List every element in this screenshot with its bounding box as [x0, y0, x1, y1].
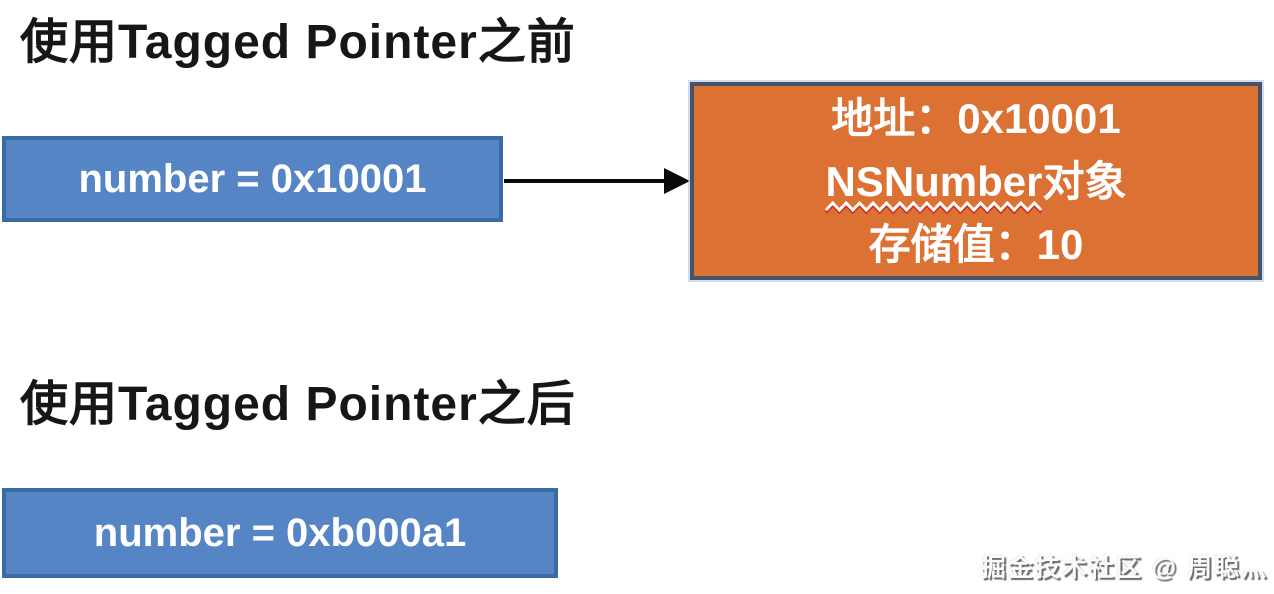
pointer-value-box-before: number = 0x10001: [2, 136, 503, 222]
pointer-value-before-label: number = 0x10001: [78, 156, 427, 201]
pointer-value-box-after: number = 0xb000a1: [2, 488, 558, 578]
section-title-before: 使用Tagged Pointer之前: [20, 16, 576, 69]
section-title-after: 使用Tagged Pointer之后: [20, 378, 576, 431]
object-type-line: NSNumber 对象: [825, 150, 1127, 214]
pointer-value-after-label: number = 0xb000a1: [93, 510, 467, 555]
object-address-line: 地址：0x10001: [831, 94, 1121, 142]
nsnumber-word-text: NSNumber: [825, 157, 1043, 205]
nsnumber-object-box: 地址：0x10001 NSNumber 对象 存储值：10: [690, 82, 1262, 280]
arrow-line: [504, 179, 666, 183]
object-stored-value-line: 存储值：10: [868, 220, 1084, 268]
watermark: 掘金技术社区 @ 周聪灬: [980, 554, 1268, 582]
arrow-head-icon: [664, 168, 690, 194]
object-type-cjk-text: 对象: [1042, 157, 1127, 205]
nsnumber-word: NSNumber: [825, 150, 1043, 214]
